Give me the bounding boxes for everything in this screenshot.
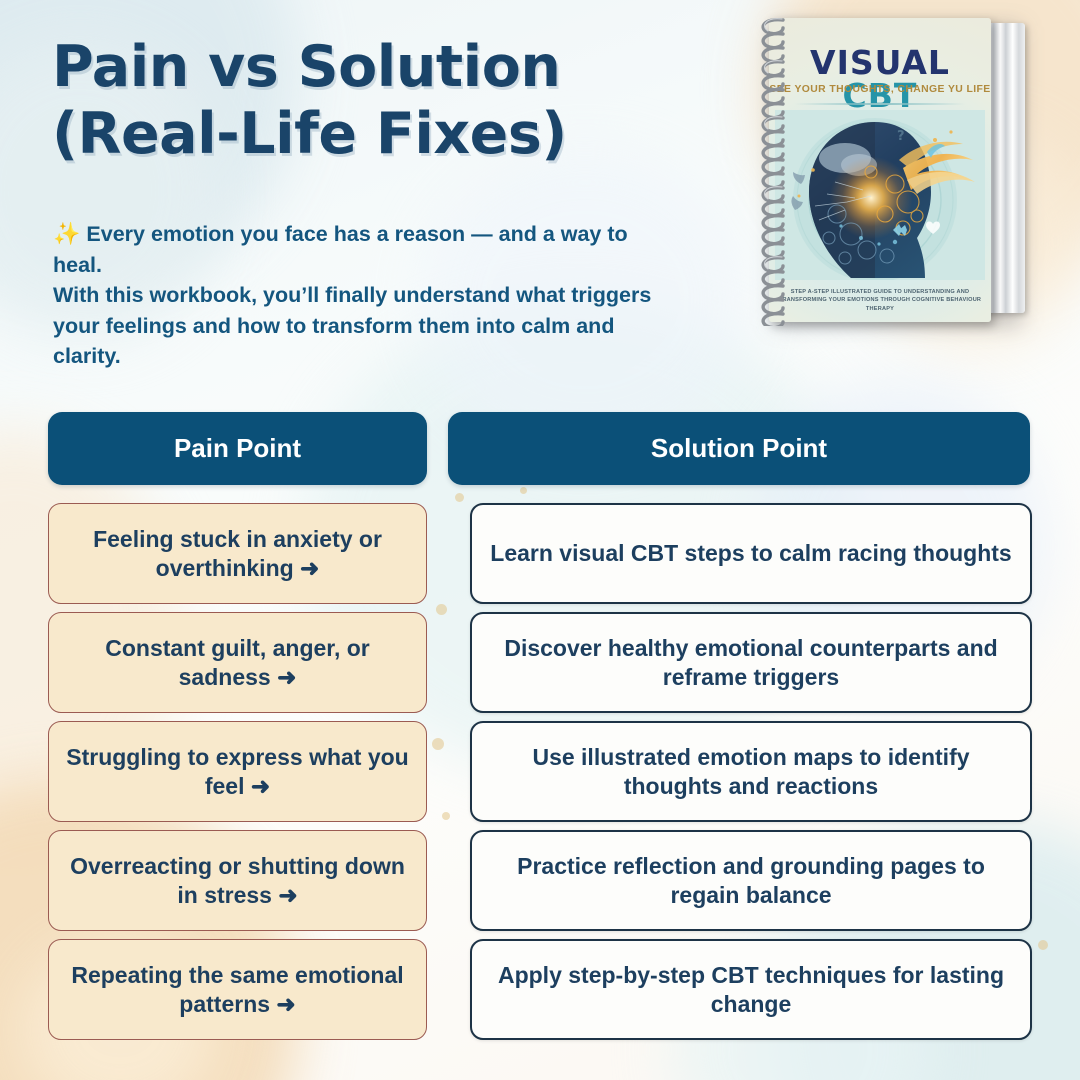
solution-point-card: Apply step-by-step CBT techniques for la… — [470, 939, 1032, 1040]
bg-speck — [455, 493, 464, 502]
brain-head-illustration: ? — [775, 110, 985, 280]
pain-point-card: Repeating the same emotional patterns ➜ — [48, 939, 427, 1040]
page-title: Pain vs Solution (Real-Life Fixes) — [52, 34, 672, 169]
solution-point-card: Discover healthy emotional counterparts … — [470, 612, 1032, 713]
pain-point-text: Overreacting or shutting down in stress … — [70, 852, 405, 908]
solution-point-text: Discover healthy emotional counterparts … — [504, 634, 998, 690]
pain-point-card: Feeling stuck in anxiety or overthinking… — [48, 503, 427, 604]
subtitle-line-1: Every emotion you face has a reason — an… — [53, 222, 628, 277]
book-cover: ? VISUAL CBT SEE YOUR THOUGHTS, CHANGE Y… — [769, 18, 991, 322]
pain-point-card: Constant guilt, anger, or sadness ➜ — [48, 612, 427, 713]
solution-point-text: Practice reflection and grounding pages … — [517, 852, 985, 908]
bg-speck — [436, 604, 447, 615]
spiral-binding-icon — [761, 18, 785, 326]
page-title-line-1: Pain vs Solution — [52, 34, 561, 100]
column-header-pain-label: Pain Point — [173, 433, 302, 463]
pain-point-card: Overreacting or shutting down in stress … — [48, 830, 427, 931]
bg-speck — [442, 812, 450, 820]
pain-point-text: Struggling to express what you feel ➜ — [66, 743, 409, 799]
book-title-visual: VISUAL — [810, 43, 950, 82]
book-cover-subtitle: SEE YOUR THOUGHTS, CHANGE YU LIFE — [769, 84, 991, 95]
bg-speck — [432, 738, 444, 750]
solution-point-text: Apply step-by-step CBT techniques for la… — [497, 961, 1005, 1017]
book-mockup: ? VISUAL CBT SEE YOUR THOUGHTS, CHANGE Y… — [757, 14, 1025, 330]
page-title-line-2: (Real-Life Fixes) — [52, 101, 567, 168]
sparkles-icon: ✨ — [53, 221, 81, 246]
book-cover-title: VISUAL CBT — [769, 46, 991, 112]
solution-point-text: Use illustrated emotion maps to identify… — [532, 743, 970, 799]
book-cover-divider — [795, 103, 965, 105]
column-header-pain: Pain Point — [48, 412, 427, 485]
book-title-cbt: CBT — [842, 76, 918, 115]
pain-point-text: Constant guilt, anger, or sadness ➜ — [105, 634, 370, 690]
svg-text:?: ? — [897, 129, 905, 144]
solution-point-card: Learn visual CBT steps to calm racing th… — [470, 503, 1032, 604]
column-header-solution: Solution Point — [448, 412, 1030, 485]
bg-blob-center-upper — [420, 150, 750, 450]
book-cover-footer: STEP A-STEP ILLUSTRATED GUIDE TO UNDERST… — [778, 288, 982, 312]
subtitle-line-2: With this workbook, you’ll finally under… — [53, 283, 652, 369]
bg-speck — [1038, 940, 1048, 950]
solution-point-card: Practice reflection and grounding pages … — [470, 830, 1032, 931]
bg-blob-top-left-2 — [0, 40, 220, 340]
subtitle-block: ✨ Every emotion you face has a reason — … — [53, 218, 678, 372]
solution-point-card: Use illustrated emotion maps to identify… — [470, 721, 1032, 822]
pain-point-text: Repeating the same emotional patterns ➜ — [71, 961, 404, 1017]
pain-point-text: Feeling stuck in anxiety or overthinking… — [93, 525, 382, 581]
bg-speck — [520, 487, 527, 494]
column-header-solution-label: Solution Point — [650, 433, 828, 463]
pain-point-card: Struggling to express what you feel ➜ — [48, 721, 427, 822]
book-cover-art-background: ? VISUAL CBT SEE YOUR THOUGHTS, CHANGE Y… — [769, 18, 991, 322]
solution-point-text: Learn visual CBT steps to calm racing th… — [490, 540, 1012, 567]
